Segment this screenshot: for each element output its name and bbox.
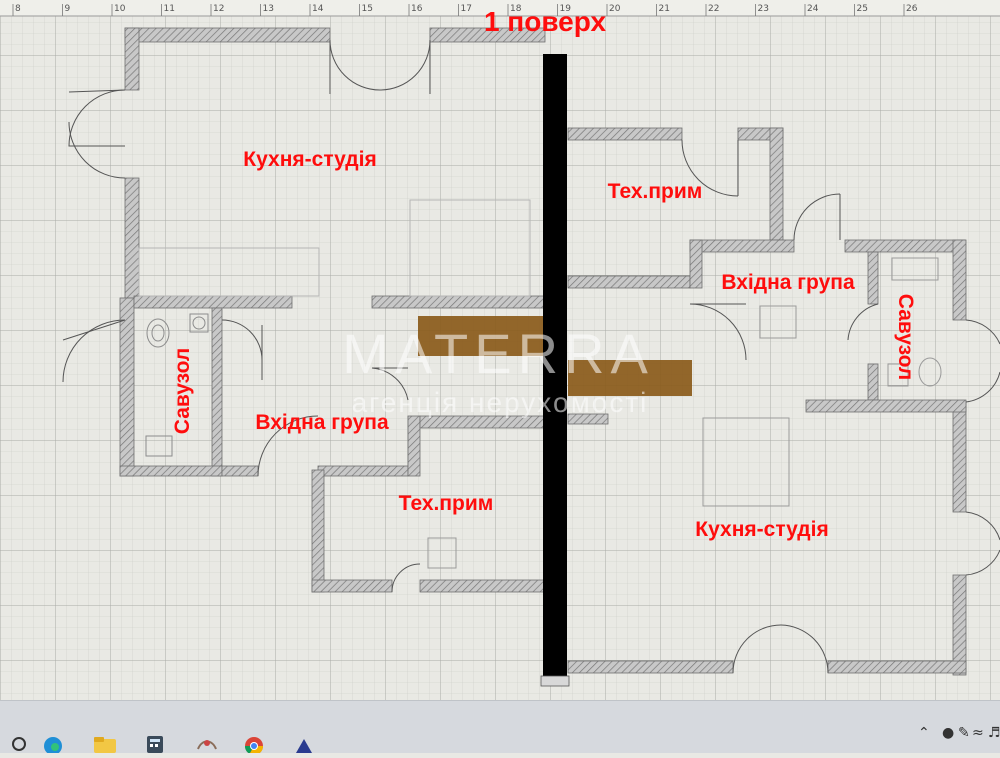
search-icon[interactable]	[10, 733, 36, 753]
ruler-number: 16	[411, 4, 423, 14]
watermark-subtitle: агенція нерухомості	[352, 387, 649, 418]
right-fixtures	[702, 257, 942, 507]
chrome-icon[interactable]	[242, 733, 268, 756]
chevron-up-icon[interactable]: ⌃	[918, 725, 930, 741]
explorer-icon[interactable]	[92, 733, 118, 753]
ruler-number: 24	[807, 4, 819, 14]
people-icon[interactable]: ●	[942, 725, 955, 741]
right-doors	[681, 139, 1000, 674]
ruler-number: 14	[312, 4, 324, 14]
left-bathroom-fixtures	[145, 313, 209, 457]
ruler-number: 18	[510, 4, 522, 14]
room-label-right-kitchen: Кухня-студія	[695, 518, 828, 541]
ruler-number: 19	[560, 4, 572, 14]
ruler-number: 26	[906, 4, 918, 14]
room-label-right-tech: Тех.прим	[608, 180, 703, 203]
ruler-number: 10	[114, 4, 126, 14]
center-divider-wall	[543, 54, 567, 678]
left-tech-equipment	[427, 537, 457, 569]
ruler-number: 13	[263, 4, 274, 14]
ruler-number: 20	[609, 4, 621, 14]
watermark-brand: MATERRA	[342, 322, 654, 385]
taskbar: ⌃ ● ✎ ≈ ♬	[0, 700, 1000, 756]
ruler-number: 25	[857, 4, 868, 14]
app-icon[interactable]	[292, 733, 318, 753]
right-unit-walls	[567, 127, 967, 676]
ruler-number: 8	[15, 4, 21, 14]
floor-plan: 8 9 10 11 12 13 14 15 16 17 18 19 20 21 22 23 24 25 26	[0, 0, 1000, 700]
left-outer-doors	[62, 39, 431, 593]
ruler-number: 15	[362, 4, 373, 14]
edge-icon[interactable]	[42, 733, 68, 755]
room-label-left-tech: Тех.прим	[399, 492, 494, 515]
volume-icon[interactable]: ♬	[988, 725, 1000, 741]
ruler-number: 23	[758, 4, 769, 14]
room-label-left-entrance: Вхідна група	[255, 411, 389, 434]
right-stair	[568, 360, 692, 396]
top-ruler	[0, 0, 1000, 16]
ruler-number: 21	[659, 4, 670, 14]
ruler-number: 22	[708, 4, 719, 14]
calculator-icon[interactable]	[144, 733, 170, 753]
room-label-left-kitchen: Кухня-студія	[243, 148, 376, 171]
left-stair	[418, 316, 546, 356]
floor-title: 1 поверх	[484, 6, 607, 37]
ruler-number: 11	[164, 4, 175, 14]
left-kitchen-fixtures	[138, 199, 531, 297]
ruler-number: 17	[461, 4, 472, 14]
room-label-right-entrance: Вхідна група	[721, 271, 855, 294]
room-label-right-bathroom: Савузол	[894, 294, 917, 380]
left-unit-walls	[119, 27, 546, 593]
ruler-number: 9	[65, 4, 71, 14]
ruler-number: 12	[213, 4, 224, 14]
ruler-labels: 8 9 10 11 12 13 14 15 16 17 18 19 20 21 22 23 24 25 26	[12, 4, 918, 16]
room-label-left-bathroom: Савузол	[171, 348, 194, 434]
pen-icon[interactable]: ✎	[958, 725, 970, 741]
wifi-icon[interactable]: ≈	[972, 725, 984, 741]
photos-icon[interactable]	[194, 733, 220, 753]
